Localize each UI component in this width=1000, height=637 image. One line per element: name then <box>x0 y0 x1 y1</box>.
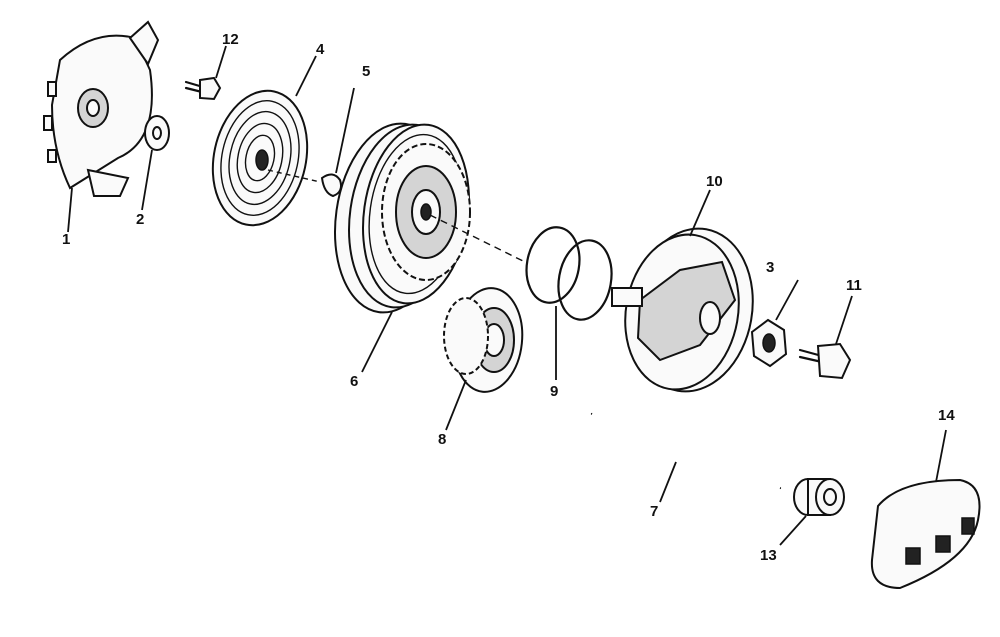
callout-5: 5 <box>362 63 370 80</box>
callout-3: 3 <box>766 259 774 276</box>
assembly-axis-line <box>429 214 526 263</box>
part-9-coil-spring <box>525 226 613 380</box>
callout-13: 13 <box>760 547 777 564</box>
part-10-pawl-plate <box>611 189 754 393</box>
callout-4: 4 <box>316 41 325 58</box>
leader-4 <box>295 55 317 97</box>
part-1-housing-plate <box>43 20 160 197</box>
part-7-starter-rope <box>590 412 782 503</box>
part-13-bushing <box>779 478 845 546</box>
part-4-recoil-spring <box>211 89 309 227</box>
part-6-pulley <box>333 122 471 373</box>
leader-2 <box>141 149 153 211</box>
callout-12: 12 <box>222 31 239 48</box>
part-8-pinion-gear <box>443 287 524 431</box>
callout-11: 11 <box>846 277 862 294</box>
part-12-bolt <box>184 45 227 101</box>
callout-2: 2 <box>136 211 144 228</box>
part-2-washer <box>144 115 170 151</box>
callout-1: 1 <box>62 231 70 248</box>
callout-6: 6 <box>350 373 358 390</box>
callout-9: 9 <box>550 383 558 400</box>
callout-8: 8 <box>438 431 446 448</box>
callout-14: 14 <box>938 407 955 424</box>
part-3-nut <box>750 279 799 368</box>
part-5-spring-clip <box>267 87 355 198</box>
callout-7: 7 <box>650 503 658 520</box>
part-14-handle <box>870 429 981 590</box>
part-11-bolt <box>798 295 853 380</box>
leader-1 <box>67 187 73 233</box>
callout-10: 10 <box>706 173 723 190</box>
